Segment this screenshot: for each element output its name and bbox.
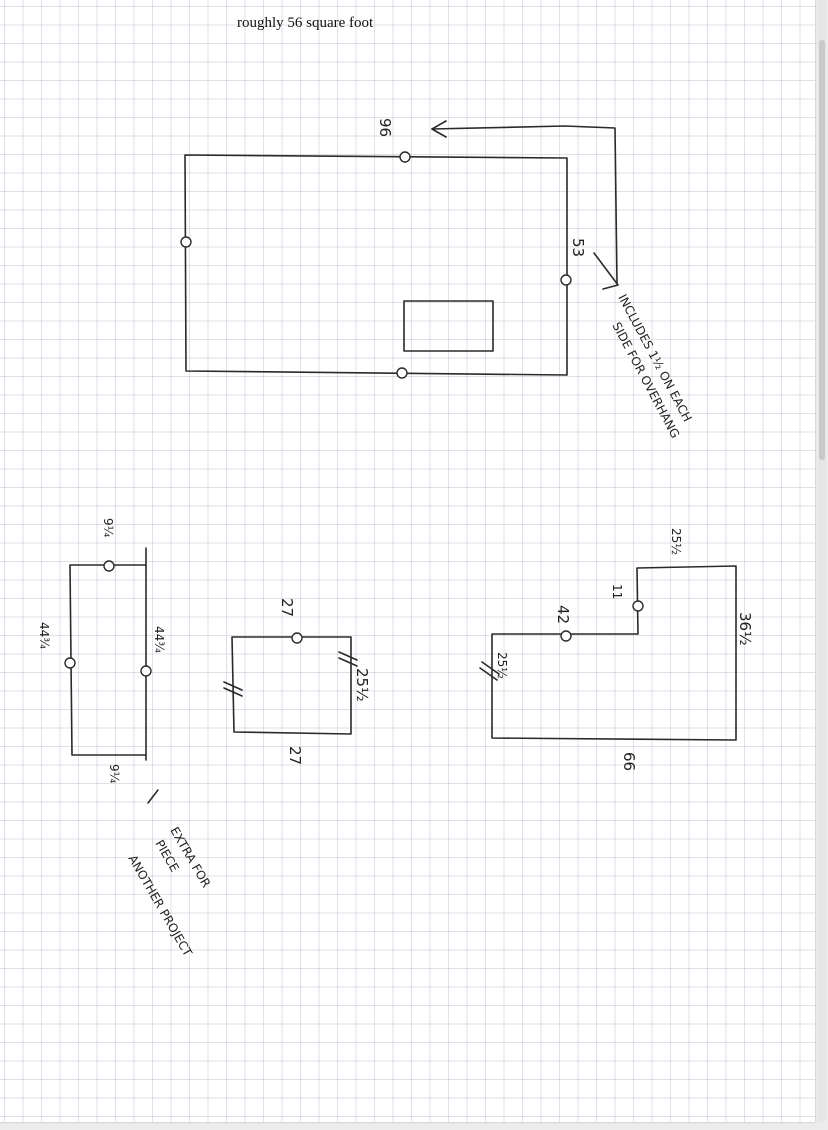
strip-piece-sketch: 9¼ 44¾ 44¾ 9¼ EXTRA FOR PIECE ANOTHER PR… — [37, 518, 213, 959]
dimension-11: 11 — [610, 584, 624, 599]
dimension-42: 42 — [554, 605, 572, 624]
extra-note-line3: ANOTHER PROJECT — [125, 853, 195, 960]
notebook-page: roughly 56 square foot 96 53 INCLUDES 1½… — [0, 0, 815, 1122]
dimension-25-half-top: 25½ — [669, 528, 683, 555]
dimension-36-half: 36½ — [736, 612, 754, 646]
main-countertop-sketch: 96 53 INCLUDES 1½ ON EACH SIDE FOR OVERH… — [180, 118, 695, 440]
dimension-9-quarter-bottom: 9¼ — [107, 764, 121, 784]
dimension-9-quarter-top: 9¼ — [101, 518, 115, 538]
dimension-53: 53 — [569, 238, 587, 257]
dimension-25-half: 25½ — [353, 668, 371, 702]
dimension-96: 96 — [376, 118, 394, 137]
sketch-drawing: 96 53 INCLUDES 1½ ON EACH SIDE FOR OVERH… — [37, 118, 754, 959]
scrollbar-thumb[interactable] — [819, 40, 825, 460]
dimension-44-three-quarter-inner: 44¾ — [152, 626, 166, 653]
dimension-27-top: 27 — [278, 598, 296, 617]
square-piece-sketch: 27 25½ 27 — [223, 598, 371, 765]
page-caption: roughly 56 square foot — [237, 15, 374, 31]
dimension-66: 66 — [620, 752, 638, 771]
dimension-25-half-left: 25½ — [495, 652, 509, 679]
dimension-27-bottom: 27 — [286, 746, 304, 765]
l-shape-sketch: 25½ 11 42 25½ 36½ 66 — [479, 528, 754, 771]
dimension-44-three-quarter-outer: 44¾ — [37, 622, 51, 649]
page-scrollbar[interactable] — [818, 0, 826, 1122]
